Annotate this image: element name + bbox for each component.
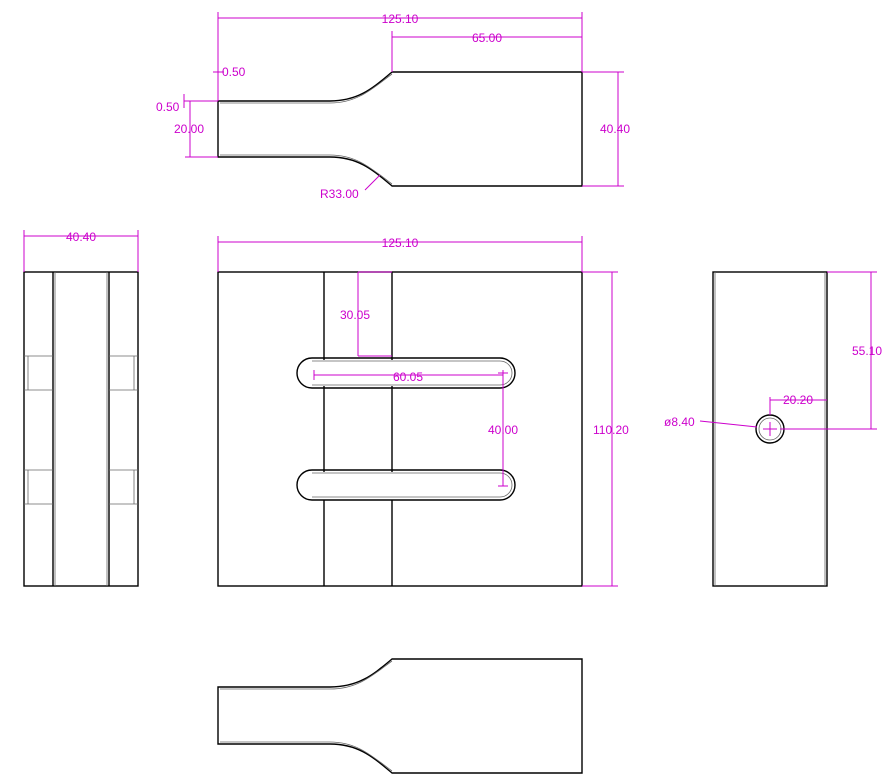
dim-front-slot-length: 60.05 <box>313 370 504 384</box>
right-view: 55.10 20.20 ø8.40 <box>664 271 882 587</box>
dim-text: 40.40 <box>600 122 630 136</box>
dim-front-length: 125.10 <box>217 236 583 272</box>
dim-top-tip-height: 40.40 <box>582 71 630 187</box>
dim-text: R33.00 <box>320 187 359 201</box>
left-view-outline <box>23 271 139 587</box>
dim-text: 40.40 <box>66 230 96 244</box>
bottom-view-outline <box>217 658 583 774</box>
dim-top-step-y: 0.50 <box>156 94 218 114</box>
dim-right-hole-diameter: ø8.40 <box>664 415 758 429</box>
dim-text: 125.10 <box>382 12 419 26</box>
dim-front-slot-pitch: 40.00 <box>488 372 518 487</box>
dim-top-radius: R33.00 <box>320 174 381 201</box>
bottom-view <box>217 658 583 774</box>
front-view-outline <box>217 271 583 587</box>
left-view: 40.40 <box>23 230 139 587</box>
dim-right-hole-offset: 20.20 <box>769 393 827 415</box>
top-view: 125.10 65.00 0.50 0.50 20.00 <box>156 12 630 201</box>
dim-text: 60.05 <box>393 370 423 384</box>
dim-text: ø8.40 <box>664 415 695 429</box>
dim-text: 30.05 <box>340 308 370 322</box>
dim-top-tip-length: 65.00 <box>391 31 582 72</box>
front-slot-lower <box>296 469 516 501</box>
dim-top-neck-height: 20.00 <box>174 100 218 158</box>
dim-text: 65.00 <box>472 31 502 45</box>
dim-text: 40.00 <box>488 423 518 437</box>
dim-front-height: 110.20 <box>582 271 629 587</box>
dim-text: 110.20 <box>593 423 629 437</box>
top-view-outline <box>217 71 583 187</box>
dim-text: 0.50 <box>156 100 180 114</box>
dim-text: 20.20 <box>783 393 813 407</box>
dim-right-hole-height: 55.10 <box>780 271 882 430</box>
dim-top-step-x: 0.50 <box>213 65 246 79</box>
dim-text: 20.00 <box>174 122 204 136</box>
dim-left-width: 40.40 <box>23 230 139 272</box>
dim-text: 125.10 <box>382 236 419 250</box>
dim-text: 0.50 <box>222 65 246 79</box>
front-slot-upper <box>296 357 516 389</box>
dim-text: 55.10 <box>852 344 882 358</box>
dim-top-overall-length: 125.10 <box>217 12 583 101</box>
dim-front-slot-depth: 30.05 <box>340 271 392 357</box>
front-view: 125.10 30.05 60.05 40.00 110 <box>217 236 629 587</box>
